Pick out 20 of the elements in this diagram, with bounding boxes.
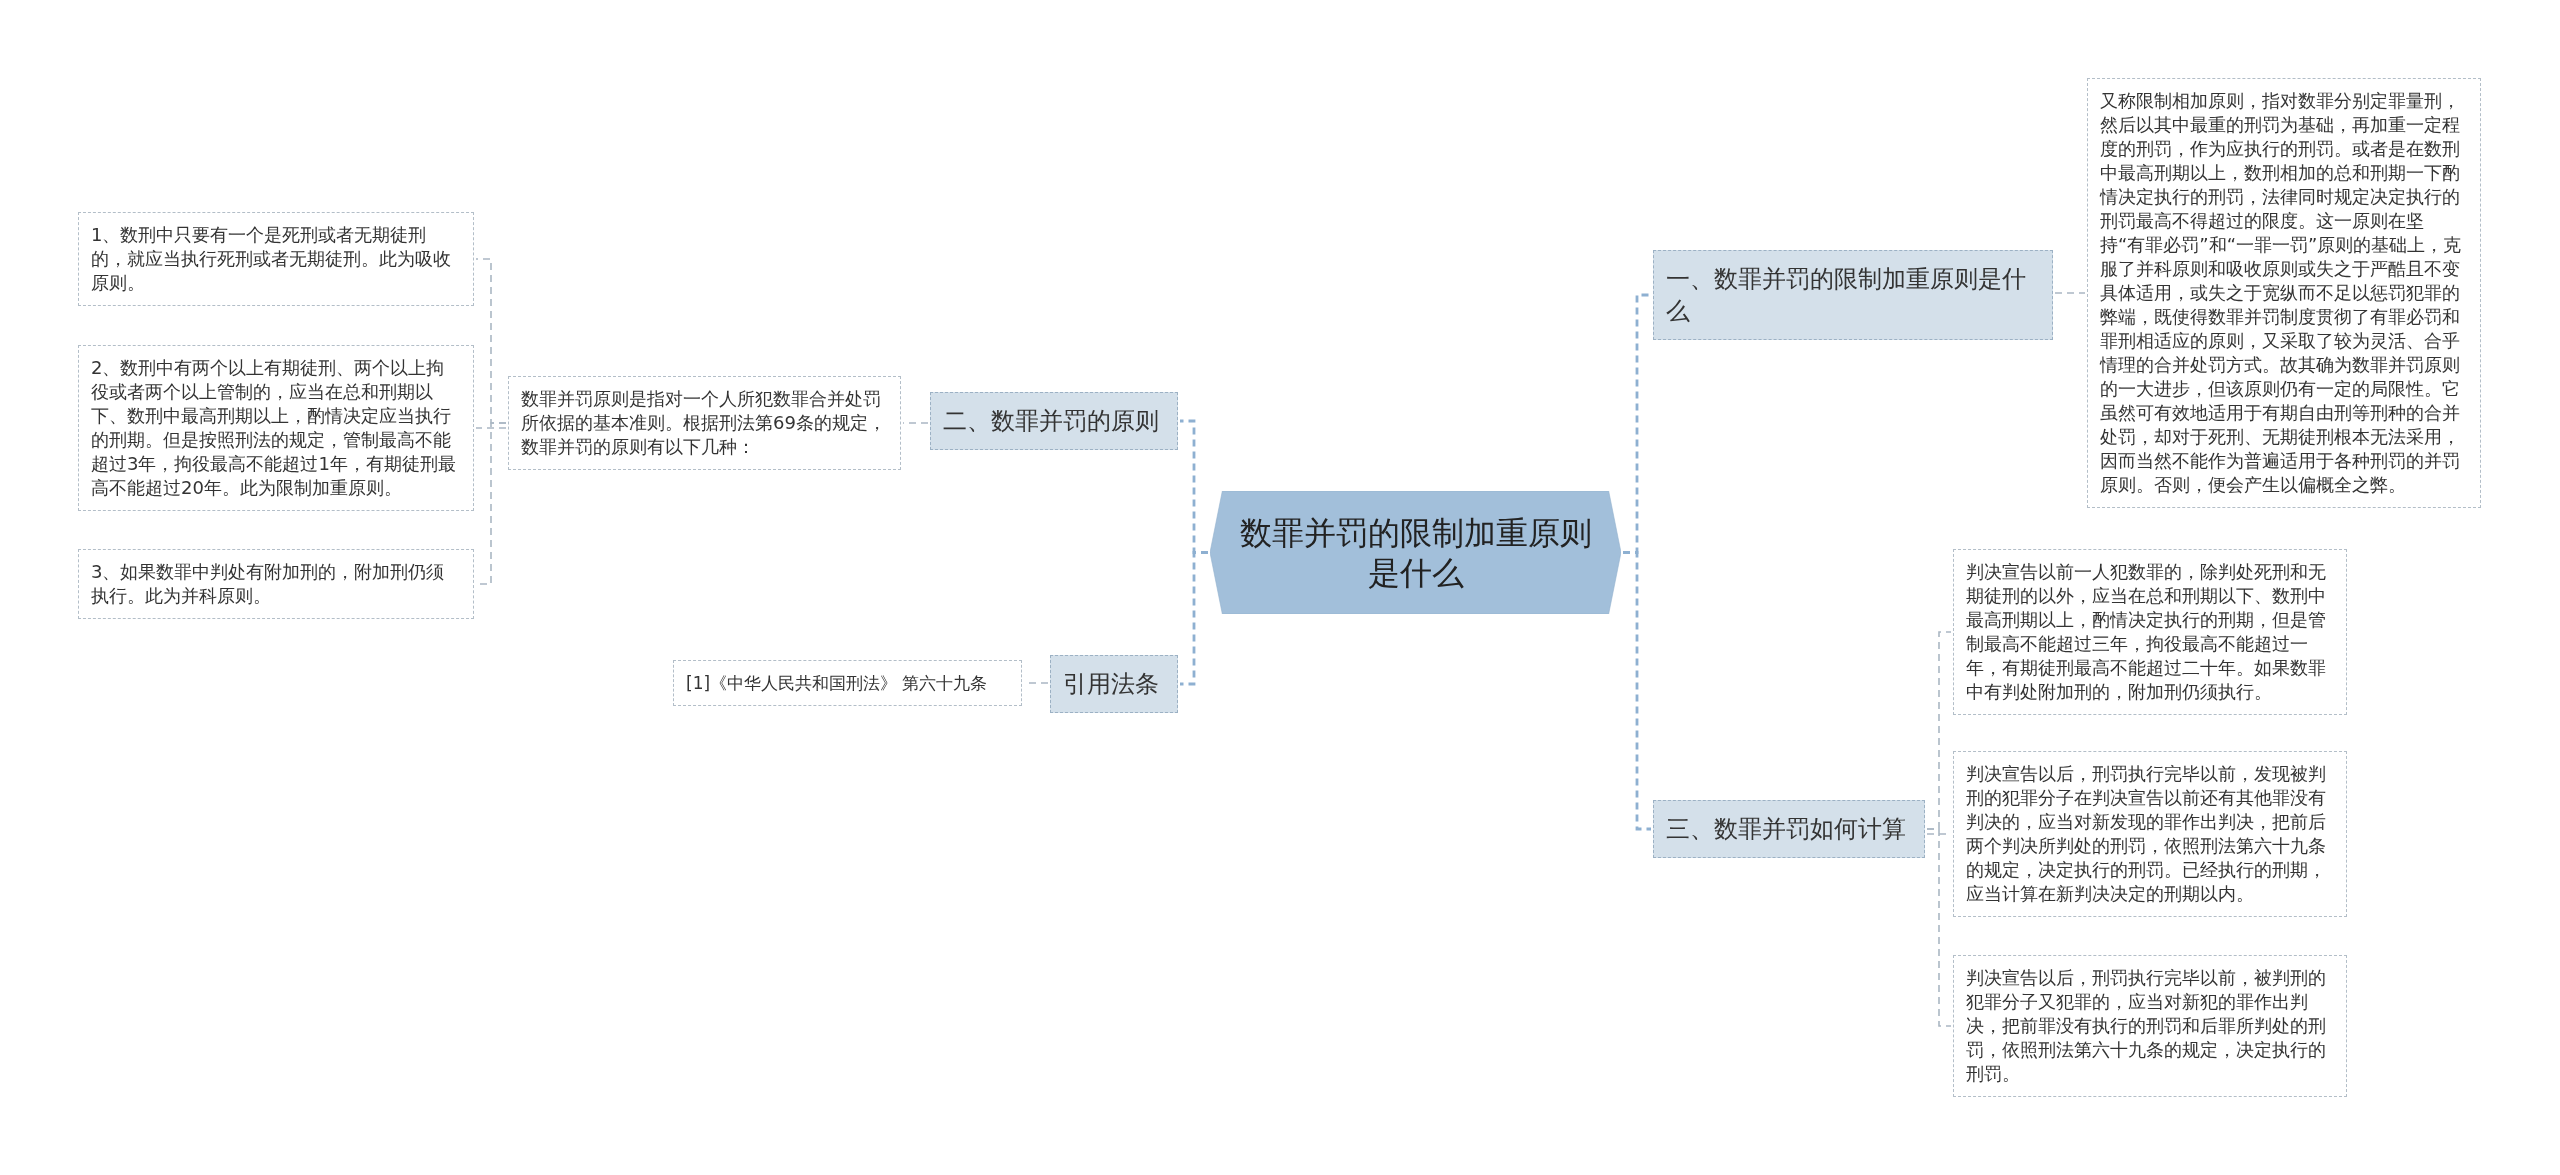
note-card: 判决宣告以后，刑罚执行完毕以前，被判刑的犯罪分子又犯罪的，应当对新犯的罪作出判决，把前罪没有执行的刑罚和后罪所判处的刑罚，依照刑法第六十九条的规定，决定执行的刑罚。: [1953, 955, 2347, 1097]
branch-topic: 一、数罪并罚的限制加重原则是什么: [1653, 250, 2053, 340]
connector-line: [475, 427, 507, 429]
connector-line: [1180, 551, 1208, 686]
note-card: 又称限制相加原则，指对数罪分别定罪量刑，然后以其中最重的刑罚为基础，再加重一定程度的刑罚，作为应执行的刑罚。或者是在数刑中最高刑期以上，数刑相加的总和刑期一下酌情决定执行的刑罚，法律同时规定决定执行的刑罚最高不得超过的限度。这一原则在坚持“有罪必罚”和“一罪一罚”原则的基础上，克服了并科原则和吸收原则或失之于严酷且不变具体适用，或失之于宽纵而不足以惩罚犯罪的弊端，既使得数罪并罚制度贯彻了有罪必罚和罪刑相适应的原则，又采取了较为灵活、合乎情理的合并处罚方式。故其确为数罪并罚原则的一大进步，但该原则仍有一定的局限性。它虽然可有效地适用于有期自由刑等刑种的合并处罚，却对于死刑、无期徒刑根本无法采用，因而当然不能作为普遍适用于各种刑罚的并罚原则。否则，便会产生以偏概全之弊。: [2087, 78, 2481, 508]
note-card: 判决宣告以后，刑罚执行完毕以前，发现被判刑的犯罪分子在判决宣告以前还有其他罪没有判决的，应当对新发现的罪作出判决，把前后两个判决所判处的刑罚，依照刑法第六十九条的规定，决定执行的刑罚。已经执行的刑期，应当计算在新判决决定的刑期以内。: [1953, 751, 2347, 917]
branch-topic: 引用法条: [1050, 655, 1178, 713]
note-card: 判决宣告以前一人犯数罪的，除判处死刑和无期徒刑的以外，应当在总和刑期以下、数刑中最高刑期以上，酌情决定执行的刑期，但是管制最高不能超过三年，拘役最高不能超过一年，有期徒刑最高不能超过二十年。如果数罪中有判处附加刑的，附加刑仍须执行。: [1953, 549, 2347, 715]
note-card: 1、数刑中只要有一个是死刑或者无期徒刑的，就应当执行死刑或者无期徒刑。此为吸收原则。: [78, 212, 474, 306]
note-card: 2、数刑中有两个以上有期徒刑、两个以上拘役或者两个以上管制的，应当在总和刑期以下、数刑中最高刑期以上，酌情决定应当执行的刑期。但是按照刑法的规定，管制最高不能超过3年，拘役最高不能超过1年，有期徒刑最高不能超过20年。此为限制加重原则。: [78, 345, 474, 511]
central-topic: 数罪并罚的限制加重原则是什么: [1210, 491, 1621, 614]
connector-line: [1623, 551, 1651, 831]
connector-line: [902, 422, 929, 424]
note-card: 3、如果数罪中判处有附加刑的，附加刑仍须执行。此为并科原则。: [78, 549, 474, 619]
connector-line: [1926, 828, 1952, 1027]
citation-note: [1]《中华人民共和国刑法》 第六十九条: [673, 660, 1022, 706]
branch-topic: 三、数罪并罚如何计算: [1653, 800, 1925, 858]
branch-topic: 二、数罪并罚的原则: [930, 392, 1178, 450]
note-card: 数罪并罚原则是指对一个人所犯数罪合并处罚所依据的基本准则。根据刑法第69条的规定，数罪并罚的原则有以下几种：: [508, 376, 901, 470]
connector-line: [2054, 292, 2086, 294]
